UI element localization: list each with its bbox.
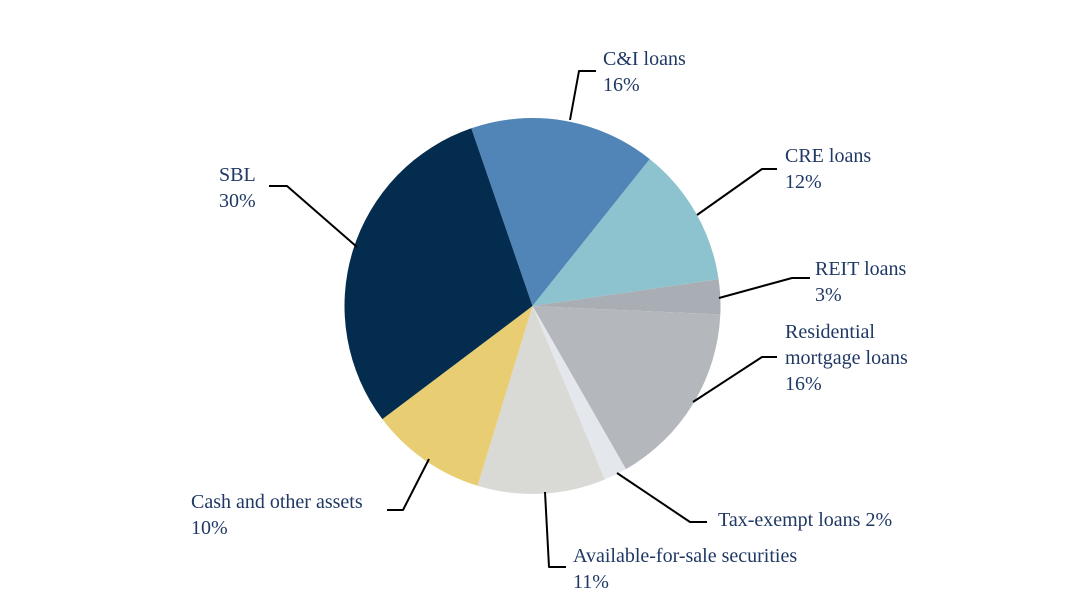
pie-label-sbl-pct: 30% [219,190,256,212]
pie-slice-available-for-sale-securities [477,306,605,495]
pie-label-reit-loans-text: REIT loans [815,258,907,280]
leader-lines-group [269,70,810,568]
pie-label-ci-loans-pct: 16% [603,74,640,96]
leader-line-tax-exempt-loans [616,472,707,523]
pie-label-available-for-sale-securities-pct: 11% [573,571,609,593]
pie-label-cre-loans: CRE loans 12% [785,143,925,195]
leader-line-reit-loans [718,277,810,299]
leader-line-cash-and-other-assets [387,458,430,511]
pie-label-cash-and-other-assets-pct: 10% [191,517,228,539]
pie-label-cash-and-other-assets-text: Cash and other assets [191,491,363,513]
pie-label-cre-loans-pct: 12% [785,171,822,193]
pie-label-ci-loans-text: C&I loans [603,48,686,70]
pie-slice-cash-and-other-assets [382,306,533,486]
leader-line-cre-loans [696,168,777,216]
pie-label-available-for-sale-securities-text: Available-for-sale securities [573,545,798,567]
pie-label-residential-mortgage-loans: Residential mortgage loans 16% [785,319,930,397]
pie-label-cre-loans-text: CRE loans [785,145,872,167]
leader-line-sbl [269,185,358,248]
pie-label-tax-exempt-loans: Tax-exempt loans 2% [718,507,948,533]
pie-slice-reit-loans [532,279,721,315]
pie-slice-sbl [344,128,533,420]
pie-slice-tax-exempt-loans [532,306,626,480]
leader-line-residential-mortgage-loans [692,356,777,403]
pie-label-tax-exempt-loans-text: Tax-exempt loans [718,509,861,531]
pie-label-sbl-text: SBL [219,164,256,186]
pie-slice-residential-mortgage-loans [532,306,721,470]
pie-label-sbl: SBL 30% [219,162,319,214]
pie-label-residential-mortgage-loans-text: Residential mortgage loans [785,321,908,369]
pie-slice-cre-loans [532,159,719,306]
pie-slices-group [344,117,721,495]
pie-label-ci-loans: C&I loans 16% [603,46,743,98]
leader-line-ci-loans [569,70,596,121]
leader-line-available-for-sale-securities [544,491,566,568]
pie-label-reit-loans: REIT loans 3% [815,256,955,308]
pie-label-reit-loans-pct: 3% [815,284,842,306]
pie-label-available-for-sale-securities: Available-for-sale securities 11% [573,543,843,595]
pie-label-tax-exempt-loans-pct: 2% [865,509,893,531]
pie-label-cash-and-other-assets: Cash and other assets 10% [191,489,411,541]
pie-label-residential-mortgage-loans-pct: 16% [785,373,822,395]
pie-slice-ci-loans [471,117,650,306]
